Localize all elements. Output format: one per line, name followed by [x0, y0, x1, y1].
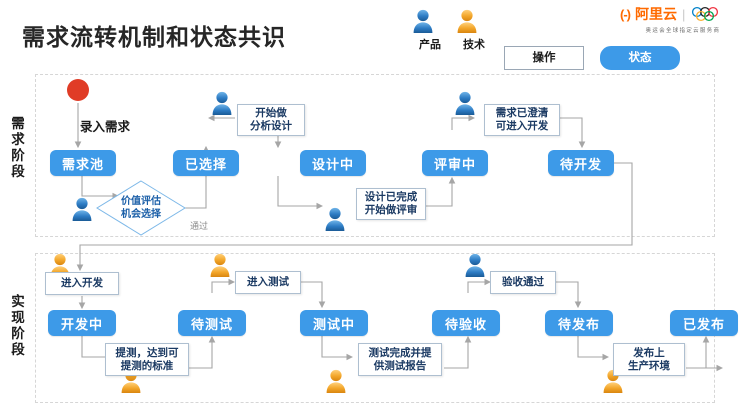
- legend-tech: 技术: [454, 8, 494, 52]
- state-pending-release[interactable]: 待发布: [545, 310, 613, 336]
- legend-tech-label: 技术: [463, 39, 485, 51]
- state-testing[interactable]: 测试中: [300, 310, 368, 336]
- tech-person-icon-test-report: [323, 368, 349, 394]
- product-person-icon-clarify: [452, 90, 478, 116]
- page-title: 需求流转机制和状态共识: [22, 24, 286, 50]
- action-requirement-clarified[interactable]: 需求已澄清 可进入开发: [484, 104, 560, 136]
- action-acceptance-passed[interactable]: 验收通过: [490, 271, 556, 294]
- brand-divider: |: [682, 6, 686, 22]
- brand-tagline: 奥运会全球指定云服务商: [645, 28, 721, 34]
- action-line1: 需求已澄清: [495, 107, 549, 119]
- action-enter-testing[interactable]: 进入测试: [235, 271, 301, 294]
- olympic-rings-icon: [692, 6, 719, 22]
- action-line2: 分析设计: [250, 120, 292, 132]
- action-line2: 开始做评审: [364, 204, 418, 216]
- tech-person-icon-enter-test: [207, 252, 233, 278]
- action-line1: 进入测试: [247, 276, 289, 288]
- action-line1: 设计已完成: [364, 191, 418, 203]
- state-selected[interactable]: 已选择: [173, 150, 239, 176]
- phase-label-requirement: 需求阶段: [11, 116, 25, 179]
- diamond-shape-icon: [96, 180, 186, 236]
- decision-line1: 价值评估: [121, 196, 161, 207]
- decision-text: 价值评估 机会选择: [121, 195, 161, 221]
- product-person-icon-pool: [69, 196, 95, 222]
- product-person-icon-acceptance: [462, 252, 488, 278]
- tech-person-icon: [457, 9, 477, 33]
- phase-label-implementation: 实现阶段: [11, 294, 25, 357]
- decision-line2: 机会选择: [121, 209, 161, 220]
- action-testing-complete-report[interactable]: 测试完成并提 供测试报告: [358, 343, 442, 376]
- product-person-icon: [413, 9, 433, 33]
- action-submit-for-testing[interactable]: 提测，达到可 提测的标准: [105, 343, 189, 376]
- action-line1: 进入开发: [61, 277, 103, 289]
- action-line2: 可进入开发: [495, 120, 549, 132]
- state-developing[interactable]: 开发中: [48, 310, 116, 336]
- action-release-to-production[interactable]: 发布上 生产环境: [613, 343, 685, 376]
- action-line1: 提测，达到可: [115, 346, 179, 359]
- legend-operation-chip: 操作: [504, 46, 584, 70]
- legend-state-chip: 状态: [600, 46, 680, 70]
- state-designing[interactable]: 设计中: [300, 150, 366, 176]
- legend-product-label: 产品: [419, 39, 441, 51]
- start-node: [67, 79, 89, 101]
- action-line2: 提测的标准: [120, 359, 174, 372]
- state-reviewing[interactable]: 评审中: [422, 150, 488, 176]
- state-pending-test[interactable]: 待测试: [178, 310, 246, 336]
- legend: 产品 技术 操作 状态: [410, 8, 690, 70]
- state-requirement-pool[interactable]: 需求池: [50, 150, 116, 176]
- aliyun-logo-name: 阿里云: [635, 6, 677, 22]
- legend-product: 产品: [410, 8, 450, 52]
- action-line2: 供测试报告: [373, 359, 427, 372]
- action-line1: 开始做: [255, 107, 287, 119]
- action-line1: 测试完成并提: [368, 346, 432, 359]
- entry-label: 录入需求: [80, 120, 131, 134]
- decision-value-assessment[interactable]: 价值评估 机会选择: [96, 180, 186, 236]
- action-start-analysis-design[interactable]: 开始做 分析设计: [237, 104, 305, 136]
- aliyun-brand: (-) 阿里云 | 奥运会全球指定云服务商: [620, 4, 746, 34]
- aliyun-logo-mark: (-): [620, 6, 631, 22]
- action-line1: 发布上: [633, 346, 665, 359]
- action-line1: 验收通过: [502, 276, 544, 288]
- product-person-icon-review: [322, 206, 348, 232]
- action-design-done-start-review[interactable]: 设计已完成 开始做评审: [356, 188, 426, 220]
- state-pending-development[interactable]: 待开发: [548, 150, 614, 176]
- state-pending-acceptance[interactable]: 待验收: [432, 310, 500, 336]
- product-person-icon-design: [209, 90, 235, 116]
- decision-pass-label: 通过: [190, 221, 209, 231]
- state-released[interactable]: 已发布: [670, 310, 738, 336]
- action-enter-development[interactable]: 进入开发: [45, 272, 119, 295]
- action-line2: 生产环境: [628, 359, 670, 372]
